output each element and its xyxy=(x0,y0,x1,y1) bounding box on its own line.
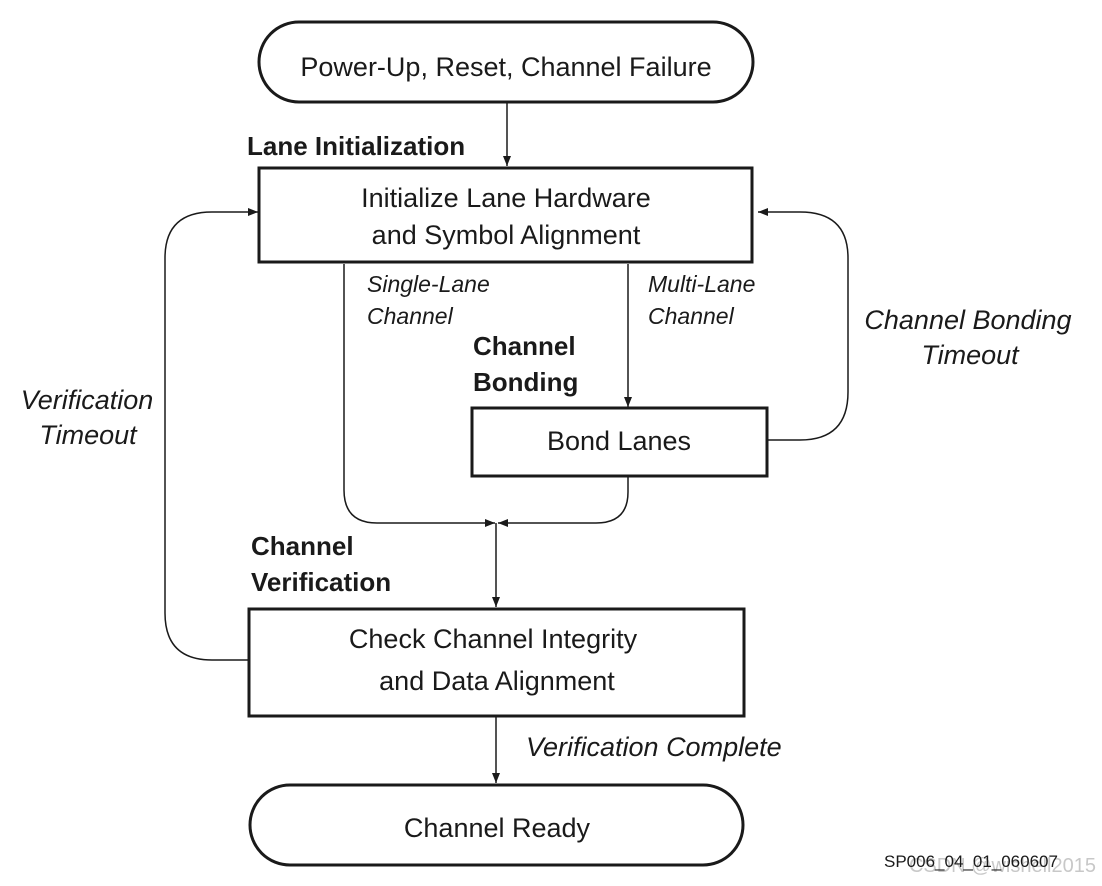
node-ready: Channel Ready xyxy=(248,783,745,867)
node-init-line2: and Symbol Alignment xyxy=(372,220,641,250)
edge-label-verification-complete: Verification Complete xyxy=(526,732,782,762)
figure-id: SP006_04_01_060607 xyxy=(884,852,1058,871)
edge-label-bonding-timeout-line1: Channel Bonding xyxy=(864,305,1071,335)
edge-label-single-lane-line1: Single-Lane xyxy=(367,271,490,297)
node-init-line1: Initialize Lane Hardware xyxy=(361,183,651,213)
node-check-line2: and Data Alignment xyxy=(379,666,615,696)
edge-bonding-timeout xyxy=(758,208,849,441)
edge-verification-timeout xyxy=(164,208,258,661)
node-start-label: Power-Up, Reset, Channel Failure xyxy=(300,52,711,82)
phase-lane-initialization: Lane Initialization xyxy=(247,131,465,161)
watermark: CSDN @wishell2015 xyxy=(909,855,1096,877)
node-bond-label: Bond Lanes xyxy=(547,426,691,456)
phase-channel-verification-line2: Verification xyxy=(251,567,391,597)
node-init: Initialize Lane Hardware and Symbol Alig… xyxy=(257,166,754,264)
edge-single-lane-to-merge xyxy=(343,264,495,527)
edge-label-multi-lane-line2: Channel xyxy=(648,303,735,329)
edge-bond-to-merge xyxy=(498,477,629,527)
node-ready-label: Channel Ready xyxy=(404,813,591,843)
edge-label-verification-timeout-line2: Timeout xyxy=(39,420,138,450)
edge-label-single-lane-line2: Channel xyxy=(367,303,454,329)
node-check: Check Channel Integrity and Data Alignme… xyxy=(247,607,746,718)
phase-channel-bonding-line2: Bonding xyxy=(473,367,578,397)
node-start: Power-Up, Reset, Channel Failure xyxy=(257,20,755,104)
phase-channel-verification-line1: Channel xyxy=(251,531,354,561)
phase-channel-bonding-line1: Channel xyxy=(473,331,576,361)
edge-label-bonding-timeout-line2: Timeout xyxy=(921,340,1020,370)
node-bond: Bond Lanes xyxy=(470,406,769,478)
node-check-line1: Check Channel Integrity xyxy=(349,624,638,654)
edge-label-multi-lane-line1: Multi-Lane xyxy=(648,271,755,297)
edge-label-verification-timeout-line1: Verification xyxy=(21,385,154,415)
